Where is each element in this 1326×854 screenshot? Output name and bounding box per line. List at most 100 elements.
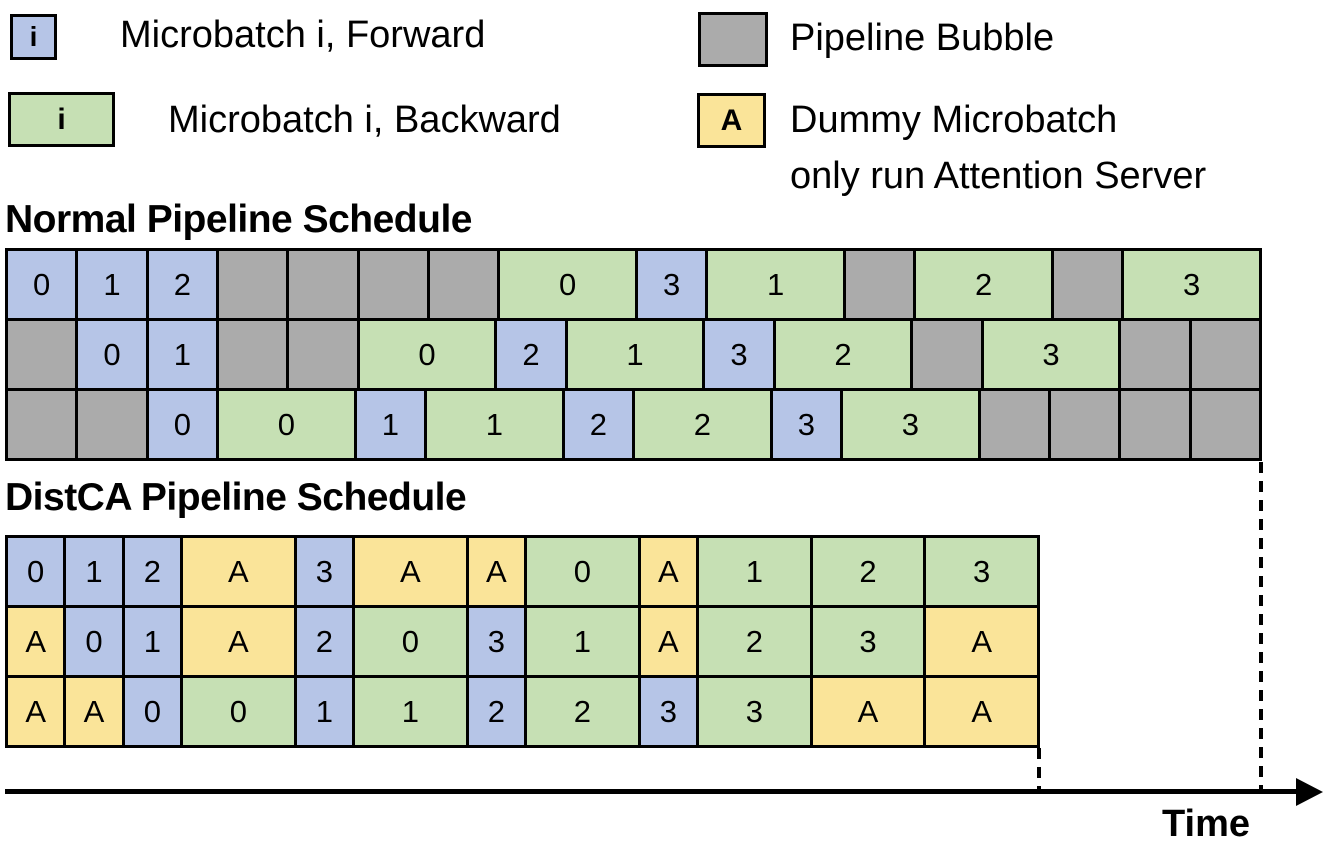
cell-dummy-A: A (923, 608, 1037, 675)
cell-bubble (910, 321, 981, 388)
cell-forward-1: 1 (145, 321, 216, 388)
cell-forward-1: 1 (293, 678, 352, 745)
cell-bubble (1188, 391, 1259, 458)
legend-label-bubble: Pipeline Bubble (790, 17, 1055, 59)
cell-forward-0: 0 (8, 251, 76, 318)
cell-bubble (1047, 391, 1119, 458)
cell-forward-2: 2 (145, 251, 216, 318)
cell-backward-2: 2 (695, 608, 810, 675)
cell-forward-2: 2 (561, 391, 632, 458)
cell-bubble (426, 251, 498, 318)
normal-end-dashed-line (1259, 462, 1263, 792)
cell-backward-1: 1 (351, 678, 466, 745)
cell-backward-2: 2 (809, 538, 924, 605)
distca-schedule-title: DistCA Pipeline Schedule (5, 476, 467, 519)
cell-backward-3: 3 (809, 608, 924, 675)
cell-bubble (215, 251, 287, 318)
cell-backward-2: 2 (772, 321, 911, 388)
normal-schedule-title: Normal Pipeline Schedule (5, 198, 472, 241)
cell-backward-0: 0 (179, 678, 294, 745)
cell-forward-3: 3 (637, 678, 696, 745)
cell-forward-3: 3 (465, 608, 524, 675)
cell-bubble (286, 251, 357, 318)
cell-forward-1: 1 (75, 251, 146, 318)
cell-backward-1: 1 (564, 321, 703, 388)
legend-swatch-dummy: A (697, 93, 766, 148)
cell-forward-1: 1 (353, 391, 424, 458)
legend-label-dummy-line2: only run Attention Server (790, 155, 1207, 197)
cell-forward-1: 1 (121, 608, 180, 675)
cell-forward-0: 0 (75, 321, 146, 388)
cell-bubble (977, 391, 1048, 458)
cell-bubble (1050, 251, 1122, 318)
cell-dummy-A: A (465, 538, 524, 605)
cell-dummy-A: A (637, 608, 696, 675)
time-axis-line (5, 789, 1301, 794)
cell-bubble (1118, 391, 1189, 458)
cell-bubble (75, 391, 146, 458)
legend-swatch-backward-label: i (57, 102, 66, 136)
cell-backward-0: 0 (356, 321, 495, 388)
cell-forward-2: 2 (465, 678, 524, 745)
cell-dummy-A: A (809, 678, 924, 745)
cell-backward-3: 3 (980, 321, 1119, 388)
cell-bubble (356, 251, 427, 318)
time-axis-label: Time (1162, 803, 1251, 845)
cell-forward-2: 2 (121, 538, 180, 605)
time-axis-arrowhead-icon (1296, 778, 1323, 806)
legend-swatch-dummy-label: A (720, 103, 743, 137)
cell-dummy-A: A (637, 538, 696, 605)
cell-backward-2: 2 (631, 391, 770, 458)
cell-dummy-A: A (351, 538, 466, 605)
cell-forward-0: 0 (8, 538, 64, 605)
cell-forward-3: 3 (769, 391, 840, 458)
legend-swatch-backward: i (8, 92, 115, 147)
cell-forward-1: 1 (63, 538, 122, 605)
cell-bubble (215, 321, 287, 388)
cell-backward-1: 1 (695, 538, 810, 605)
cell-dummy-A: A (8, 678, 64, 745)
distca-end-dashed-line (1037, 748, 1041, 792)
cell-backward-2: 2 (913, 251, 1051, 318)
cell-forward-0: 0 (121, 678, 180, 745)
cell-bubble (8, 391, 76, 458)
cell-forward-3: 3 (634, 251, 706, 318)
cell-bubble (842, 251, 914, 318)
cell-dummy-A: A (63, 678, 122, 745)
legend-swatch-forward: i (10, 14, 57, 60)
cell-backward-3: 3 (695, 678, 810, 745)
legend-label-dummy: Dummy Microbatch (790, 99, 1118, 141)
cell-backward-3: 3 (923, 538, 1037, 605)
cell-backward-1: 1 (523, 608, 638, 675)
cell-forward-0: 0 (145, 391, 216, 458)
cell-dummy-A: A (8, 608, 64, 675)
cell-backward-1: 1 (423, 391, 562, 458)
cell-bubble (286, 321, 357, 388)
cell-backward-0: 0 (523, 538, 638, 605)
cell-backward-2: 2 (523, 678, 638, 745)
cell-forward-3: 3 (702, 321, 773, 388)
cell-bubble (1118, 321, 1189, 388)
cell-forward-0: 0 (63, 608, 122, 675)
legend-swatch-bubble (698, 12, 768, 67)
cell-bubble (8, 321, 76, 388)
legend-label-backward: Microbatch i, Backward (168, 99, 561, 141)
cell-forward-2: 2 (293, 608, 352, 675)
cell-dummy-A: A (179, 608, 294, 675)
cell-dummy-A: A (179, 538, 294, 605)
cell-dummy-A: A (923, 678, 1037, 745)
cell-backward-3: 3 (839, 391, 978, 458)
cell-bubble (1188, 321, 1259, 388)
legend-label-forward: Microbatch i, Forward (120, 14, 486, 56)
legend-swatch-forward-label: i (29, 21, 38, 52)
cell-backward-0: 0 (497, 251, 635, 318)
cell-backward-1: 1 (705, 251, 843, 318)
